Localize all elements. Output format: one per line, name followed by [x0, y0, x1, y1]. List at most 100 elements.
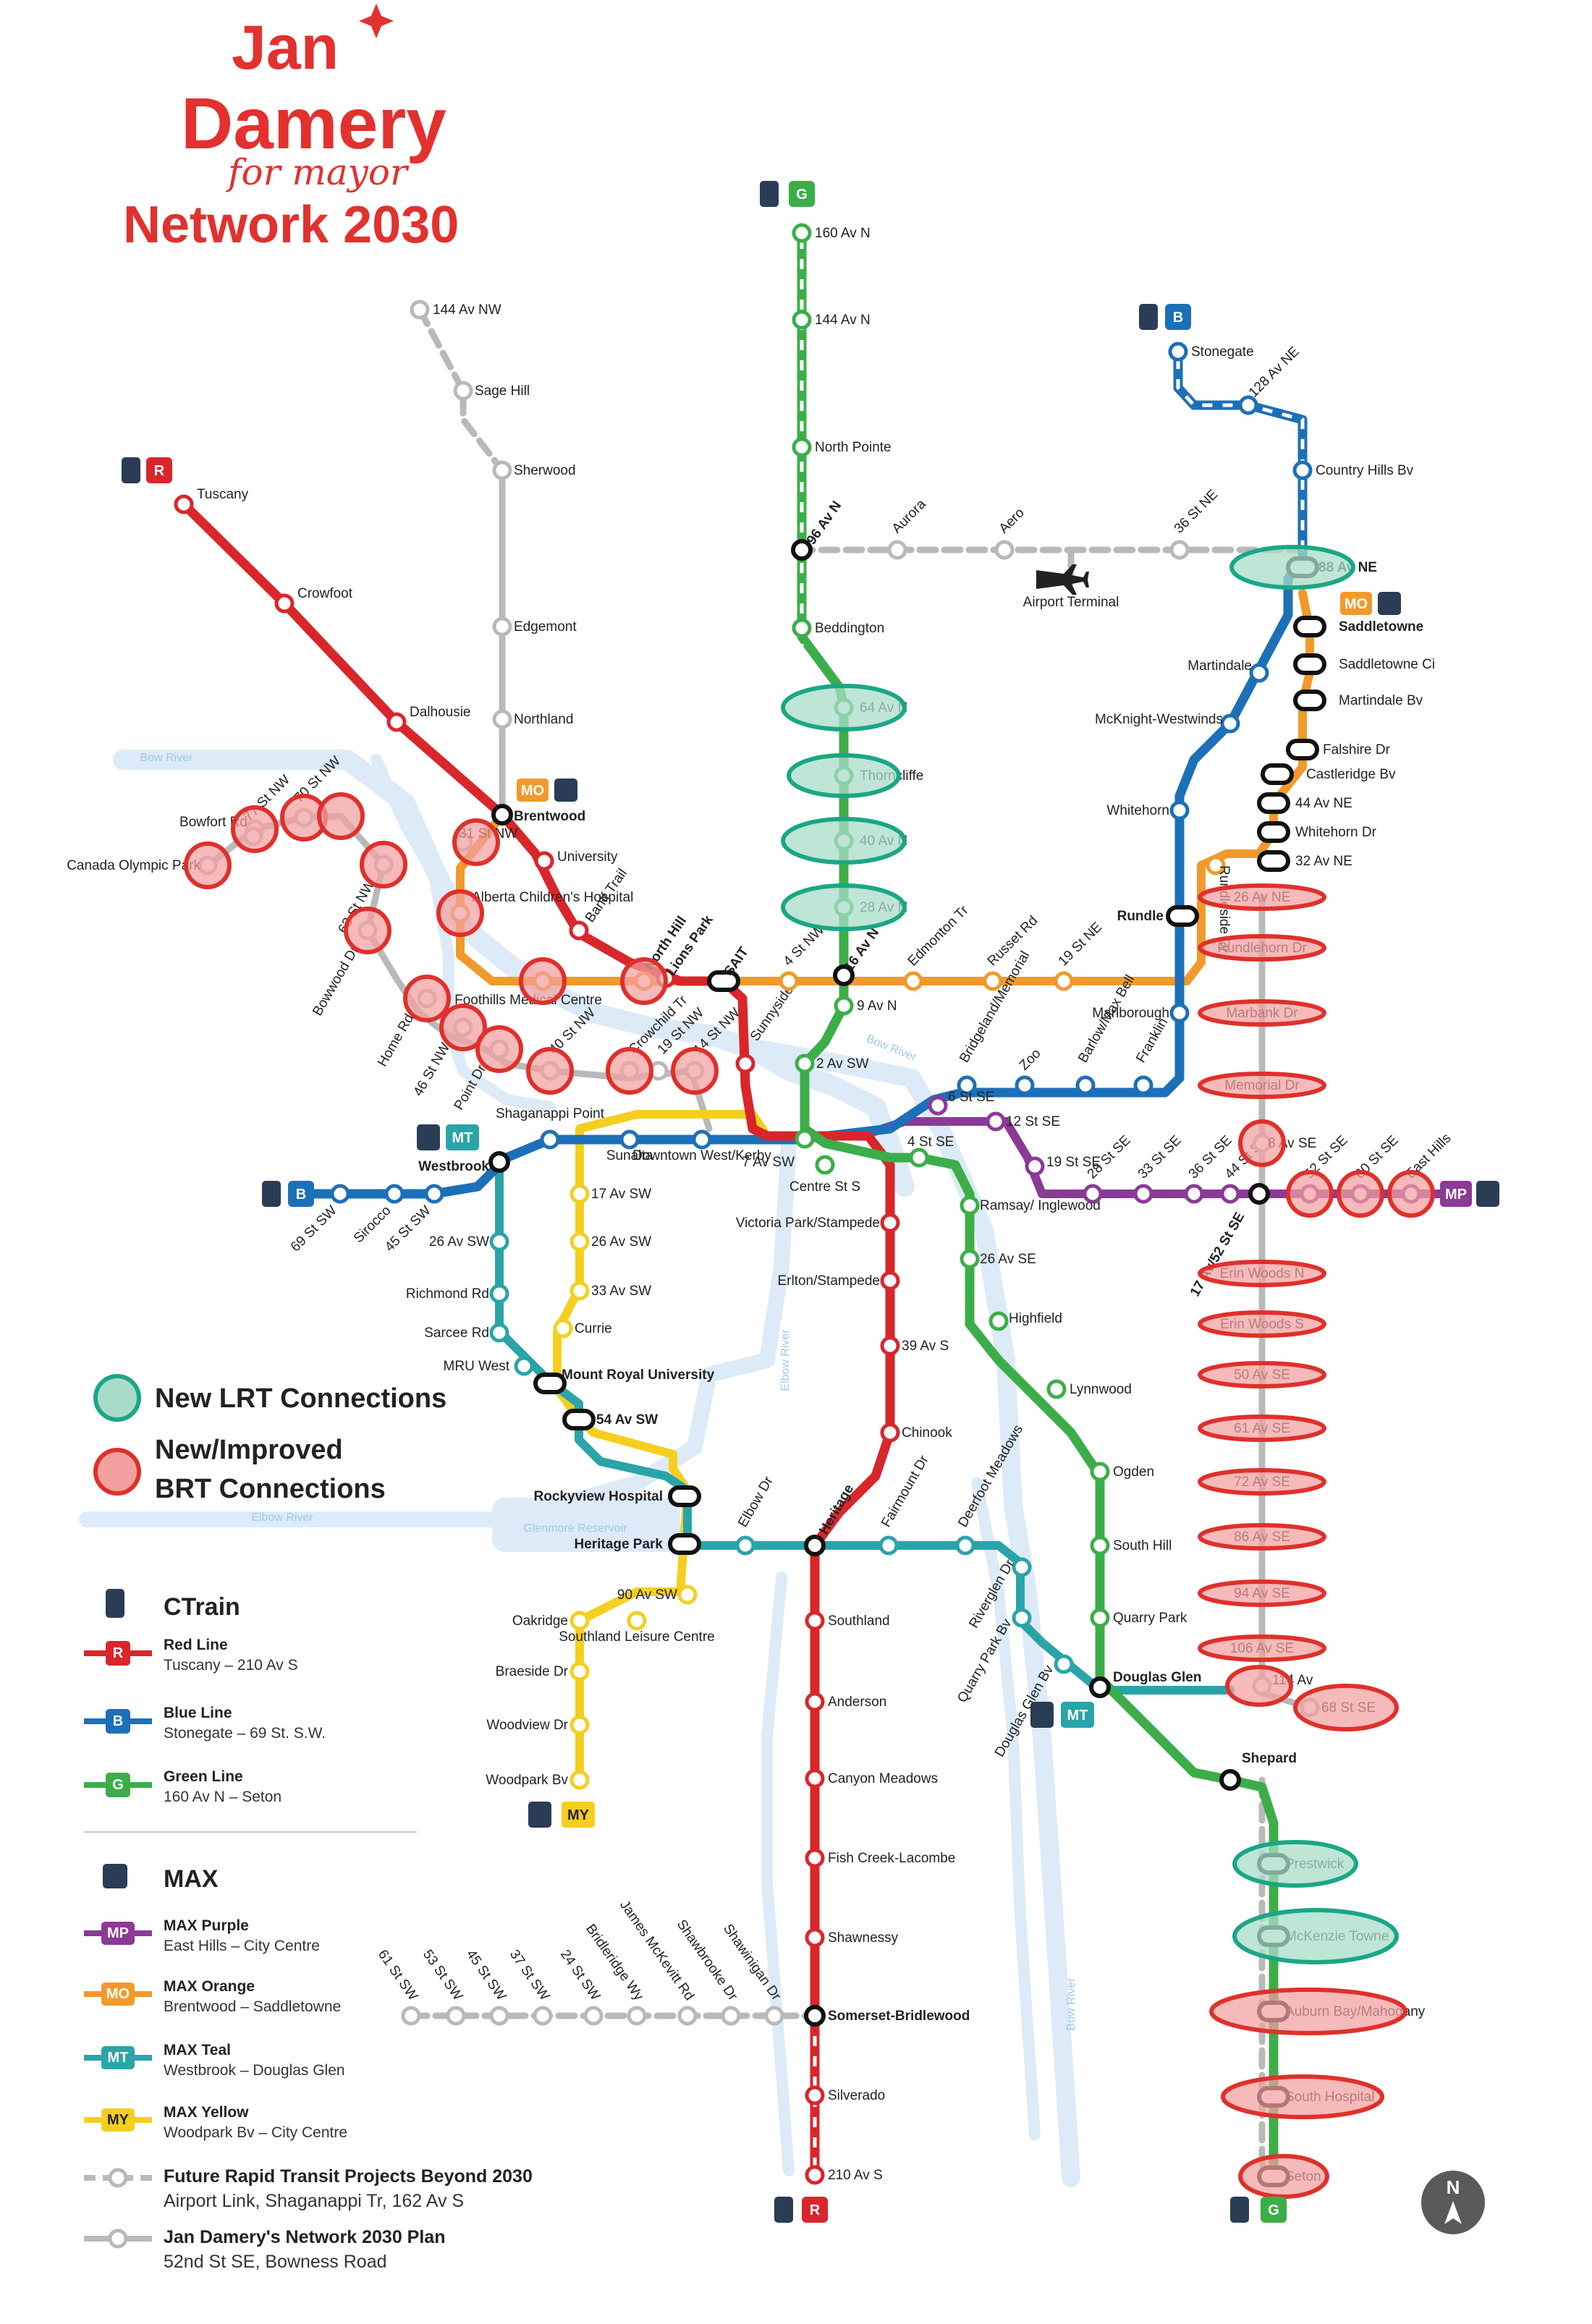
station-label: Shaganappi Point	[496, 1106, 605, 1121]
station-marker	[880, 1336, 900, 1356]
brt-connection-36	[1238, 2154, 1329, 2199]
station-label: Canada Olympic Park	[67, 858, 200, 873]
station-marker	[492, 616, 512, 637]
station-label: 12 St SE	[1006, 1114, 1060, 1129]
station-marker	[994, 540, 1015, 560]
station-marker	[619, 1129, 640, 1150]
station-marker	[955, 1535, 975, 1556]
legend-max-teal: MT MAX Teal Westbrook – Douglas Glen	[84, 2042, 345, 2079]
station-marker	[1090, 1535, 1110, 1556]
station-marker	[880, 1213, 900, 1233]
station-marker	[401, 2006, 421, 2026]
station-yellow-3: Currie	[553, 1318, 612, 1339]
station-label: Martindale	[1187, 658, 1252, 674]
interchange-marker	[491, 804, 513, 826]
lrt-connection-6	[1232, 1908, 1399, 1964]
station-red-18: Shawnessy	[805, 1928, 899, 1948]
station-yellow-0: 17 Av SW	[570, 1184, 651, 1204]
max-yellow-badge: MY	[528, 1802, 595, 1828]
station-label: Falshire Dr	[1323, 742, 1391, 758]
legend-badge: MY	[107, 2112, 130, 2128]
station-marker	[880, 1422, 900, 1443]
red-line-south-badge: R	[774, 2197, 828, 2223]
station-blue-14: Downtown West/Kerby	[632, 1129, 771, 1163]
station-red-20: Silverado	[805, 2085, 885, 2105]
station-marker	[834, 996, 854, 1016]
station-marker	[721, 2006, 741, 2026]
station-marker	[424, 1184, 444, 1204]
station-yellow-8: Braeside Dr	[496, 1661, 590, 1681]
station-marker	[1292, 460, 1313, 480]
max-bus-legend-icon	[103, 1864, 127, 1888]
station-label: 24 St SW	[557, 1947, 603, 2003]
station-marker	[677, 1585, 698, 1605]
station-marker	[903, 971, 923, 991]
station-label: 17 Av SW	[591, 1187, 651, 1202]
station-orange-11: Castleridge Bv	[1261, 763, 1396, 785]
station-marker	[805, 1611, 825, 1631]
lrt-connection-5	[1232, 1840, 1358, 1888]
mo-badge-label: MO	[521, 783, 544, 799]
legend-line-name: MAX Yellow	[164, 2104, 249, 2121]
max-teal-east-badge: MT	[1030, 1702, 1094, 1728]
station-marker	[735, 1053, 755, 1074]
station-label: 210 Av S	[828, 2168, 883, 2183]
brt-connection-29	[1198, 1523, 1326, 1551]
station-label: 96 Av N	[804, 499, 844, 548]
station-label: Anderson	[828, 1695, 886, 1710]
station-marker	[805, 2085, 825, 2105]
station-red-9: Victoria Park/Stampede	[736, 1213, 900, 1233]
station-marker	[489, 1323, 509, 1343]
interchange-marker	[1248, 1183, 1270, 1205]
interchange-pill-marker	[1257, 821, 1290, 843]
ctrain-icon	[262, 1181, 281, 1207]
station-label: Fairmount Dr	[878, 1452, 932, 1530]
station-marker	[570, 1184, 590, 1204]
green-badge-label: G	[796, 187, 808, 203]
station-label: 19 St NE	[1056, 920, 1106, 970]
legend-line-desc: Stonegate – 69 St. S.W.	[164, 1725, 326, 1742]
station-marker	[988, 1311, 1009, 1331]
station-marker	[960, 1195, 980, 1216]
interchange-marker	[791, 539, 813, 561]
station-label: 32 Av NE	[1295, 854, 1352, 869]
station-teal-3: MRU West	[444, 1356, 534, 1376]
interchange-pill-marker	[562, 1409, 596, 1430]
station-label: 2 Av SW	[816, 1056, 869, 1072]
station-grey_nw-3: Edgemont	[492, 616, 577, 637]
station-label: Shawnessy	[828, 1930, 899, 1946]
station-marker	[792, 223, 812, 243]
station-marker	[627, 2006, 647, 2026]
station-blue-2: Country Hills Bv	[1292, 460, 1414, 480]
brt-connection-23	[1387, 1170, 1435, 1218]
station-label: Heritage	[816, 1482, 857, 1537]
station-marker	[1046, 1379, 1067, 1399]
station-marker	[983, 971, 1003, 991]
station-label: Sunnyside	[748, 983, 797, 1044]
red-line	[179, 499, 895, 2183]
station-red-16: Canyon Meadows	[805, 1768, 938, 1789]
station-marker	[1090, 1608, 1110, 1628]
station-marker	[174, 494, 194, 514]
max-orange-line	[456, 589, 1314, 985]
bow-river-label-south: Bow River	[1065, 1977, 1077, 2031]
line-legend: CTrain R Red Line Tuscany – 210 Av S B B…	[84, 1589, 533, 2272]
station-marker	[489, 1284, 509, 1304]
station-green-19: Ogden	[1090, 1462, 1154, 1482]
station-marker	[805, 1928, 825, 1948]
station-marker	[1012, 1608, 1032, 1628]
brt-connection-label-2: BRT Connections	[155, 1474, 386, 1504]
station-label: 6 St SE	[948, 1090, 994, 1105]
legend-line-name: Blue Line	[164, 1705, 232, 1721]
station-label: 144 Av NW	[433, 302, 501, 318]
bow-river-north	[113, 750, 915, 1197]
station-blue-10: Franklin	[1133, 1015, 1171, 1095]
station-label: 37 St SW	[507, 1947, 552, 2003]
station-grey_sw-2: 45 St SW	[463, 1947, 509, 2026]
station-blue-5: Martindale	[1187, 658, 1269, 683]
station-marker	[792, 310, 812, 330]
station-label: Sage Hill	[475, 383, 530, 399]
station-marker	[795, 1129, 815, 1149]
station-label: Southland Leisure Centre	[559, 1629, 714, 1645]
station-label: Sherwood	[514, 463, 576, 478]
